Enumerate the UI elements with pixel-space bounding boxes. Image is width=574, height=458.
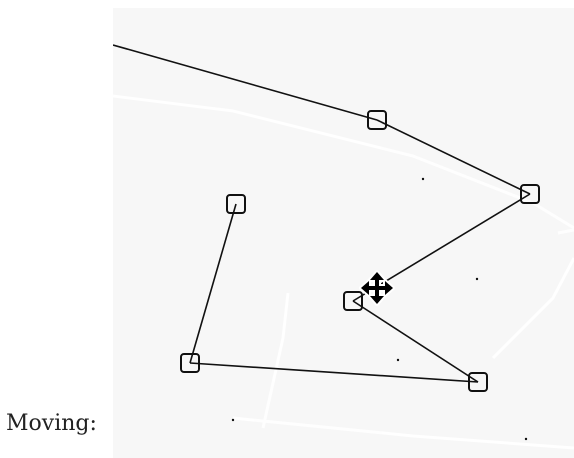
segment	[352, 193, 531, 302]
dot	[524, 437, 528, 441]
dot	[396, 358, 400, 362]
dot	[421, 177, 425, 181]
vertex-handles	[180, 110, 540, 392]
segment	[352, 300, 479, 383]
vertex-handle[interactable]	[520, 184, 540, 204]
dot	[231, 418, 235, 422]
faint-guide-lines	[113, 94, 574, 450]
polyline-editor[interactable]	[113, 8, 574, 458]
vertex-handle[interactable]	[180, 353, 200, 373]
move-arrows-icon	[359, 270, 395, 306]
vertex-handle[interactable]	[226, 194, 246, 214]
drawing-canvas[interactable]	[113, 8, 574, 458]
vertex-handle[interactable]	[367, 110, 387, 130]
vertex-handle[interactable]	[468, 372, 488, 392]
segment	[189, 203, 237, 364]
dot	[475, 277, 479, 281]
segment	[189, 362, 479, 383]
segment	[376, 119, 531, 195]
moving-label: Moving:	[6, 411, 97, 436]
stray-dots	[231, 177, 528, 441]
vertex-handle[interactable]	[343, 291, 363, 311]
segment	[113, 44, 378, 121]
polyline-segments	[113, 44, 531, 383]
